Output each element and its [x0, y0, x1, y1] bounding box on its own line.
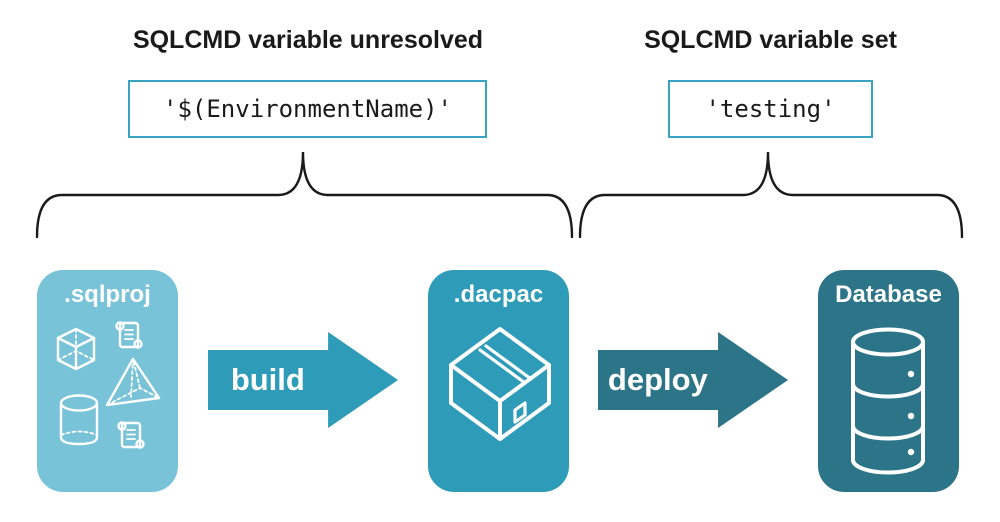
node-sqlproj-label: .sqlproj: [64, 281, 151, 308]
build-arrow-label: build: [230, 362, 305, 397]
left-brace: [35, 151, 574, 239]
heading-variable-unresolved: SQLCMD variable unresolved: [132, 26, 484, 54]
pyramid-icon: [105, 357, 161, 407]
code-value-resolved: 'testing': [705, 95, 836, 123]
sql-project-objects-icon: [56, 321, 161, 449]
script-scroll-icon: [115, 321, 143, 349]
node-database: Database: [818, 270, 959, 492]
code-box-resolved: 'testing': [668, 80, 873, 138]
node-sqlproj: .sqlproj: [37, 270, 178, 492]
code-box-unresolved: '$(EnvironmentName)': [128, 80, 487, 138]
script-scroll-icon: [117, 421, 145, 449]
right-brace: [578, 151, 964, 239]
heading-variable-set: SQLCMD variable set: [644, 26, 897, 54]
code-value-unresolved: '$(EnvironmentName)': [163, 95, 452, 123]
package-icon: [449, 327, 551, 441]
cylinder-icon: [59, 394, 99, 446]
node-database-label: Database: [835, 281, 942, 308]
cube-icon: [56, 327, 96, 371]
deploy-arrow-label: deploy: [607, 362, 708, 397]
node-dacpac-label: .dacpac: [453, 281, 544, 308]
database-icon: [851, 327, 925, 475]
